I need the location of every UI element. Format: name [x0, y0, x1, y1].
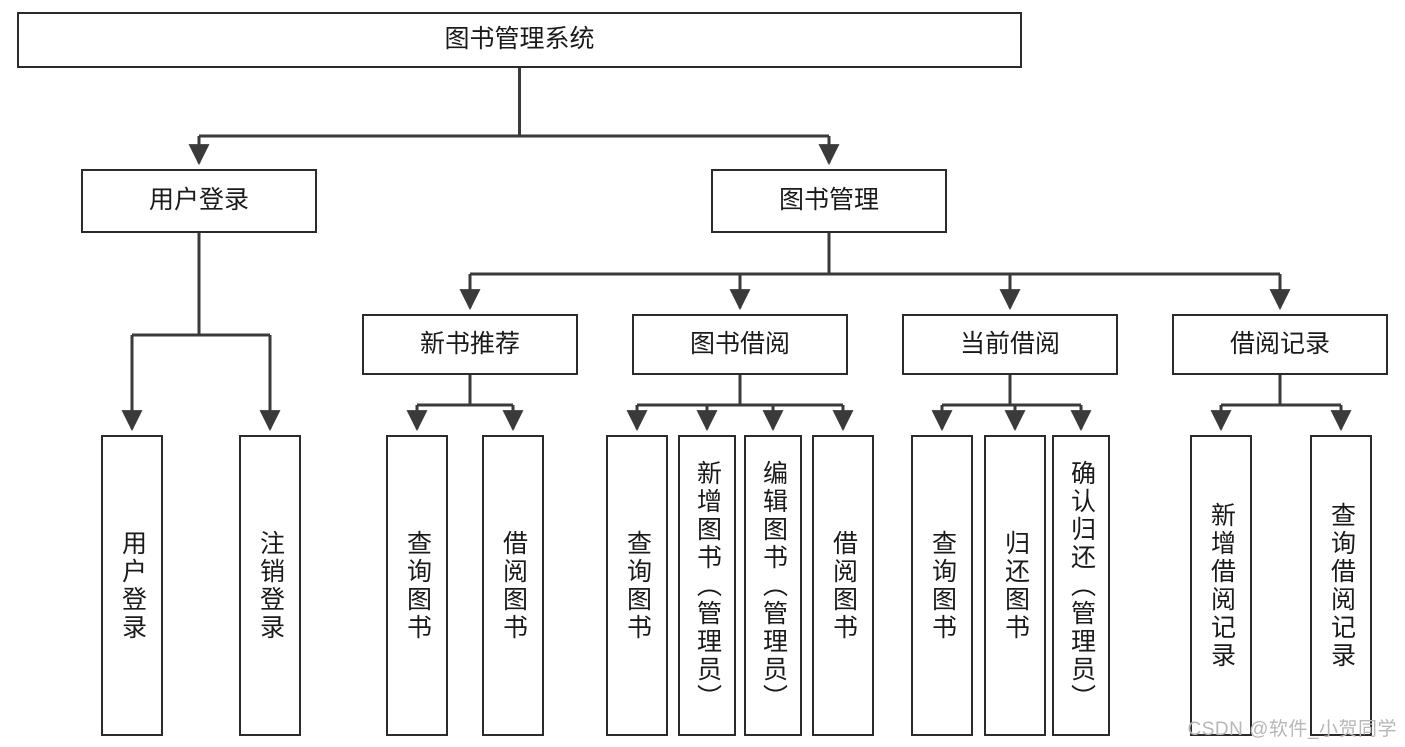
leaf-node[interactable]: 借阅图书: [812, 435, 874, 736]
leaf-node[interactable]: 新增图书（管理员）: [678, 435, 736, 736]
node-current-borrow-label: 当前借阅: [959, 329, 1060, 358]
node-new-book-recommend-label: 新书推荐: [419, 329, 520, 358]
node-root[interactable]: 图书管理系统: [17, 12, 1022, 68]
leaf-node-label: 查询图书: [403, 529, 432, 642]
node-book-borrow[interactable]: 图书借阅: [632, 314, 848, 375]
leaf-node-label: 确认归还（管理员）: [1067, 459, 1096, 712]
leaf-node[interactable]: 注销登录: [239, 435, 301, 736]
leaf-node-label: 注销登录: [256, 529, 285, 642]
leaf-node-label: 用户登录: [118, 529, 147, 642]
leaf-node-label: 新增借阅记录: [1207, 501, 1236, 670]
node-book-management[interactable]: 图书管理: [711, 169, 947, 233]
leaf-node-label: 查询图书: [623, 529, 652, 642]
node-root-label: 图书管理系统: [444, 25, 595, 54]
node-user-login-label: 用户登录: [148, 186, 249, 215]
leaf-node[interactable]: 借阅图书: [482, 435, 544, 736]
leaf-node-label: 查询借阅记录: [1327, 501, 1356, 670]
leaf-node[interactable]: 查询借阅记录: [1310, 435, 1372, 736]
node-borrow-records[interactable]: 借阅记录: [1172, 314, 1388, 375]
leaf-node[interactable]: 确认归还（管理员）: [1052, 435, 1110, 736]
node-new-book-recommend[interactable]: 新书推荐: [362, 314, 578, 375]
leaf-node-label: 查询图书: [928, 529, 957, 642]
node-book-management-label: 图书管理: [778, 186, 879, 215]
leaf-node[interactable]: 查询图书: [911, 435, 973, 736]
leaf-node-label: 新增图书（管理员）: [693, 459, 722, 712]
node-user-login[interactable]: 用户登录: [81, 169, 317, 233]
node-borrow-records-label: 借阅记录: [1229, 329, 1330, 358]
leaf-node-label: 借阅图书: [829, 529, 858, 642]
leaf-node[interactable]: 用户登录: [101, 435, 163, 736]
node-book-borrow-label: 图书借阅: [689, 329, 790, 358]
leaf-node[interactable]: 查询图书: [386, 435, 448, 736]
leaf-node[interactable]: 查询图书: [606, 435, 668, 736]
leaf-node[interactable]: 新增借阅记录: [1190, 435, 1252, 736]
leaf-node[interactable]: 归还图书: [984, 435, 1046, 736]
leaf-node-label: 借阅图书: [499, 529, 528, 642]
leaf-node-label: 归还图书: [1001, 529, 1030, 642]
leaf-node[interactable]: 编辑图书（管理员）: [744, 435, 802, 736]
leaf-node-label: 编辑图书（管理员）: [759, 459, 788, 712]
node-current-borrow[interactable]: 当前借阅: [902, 314, 1118, 375]
